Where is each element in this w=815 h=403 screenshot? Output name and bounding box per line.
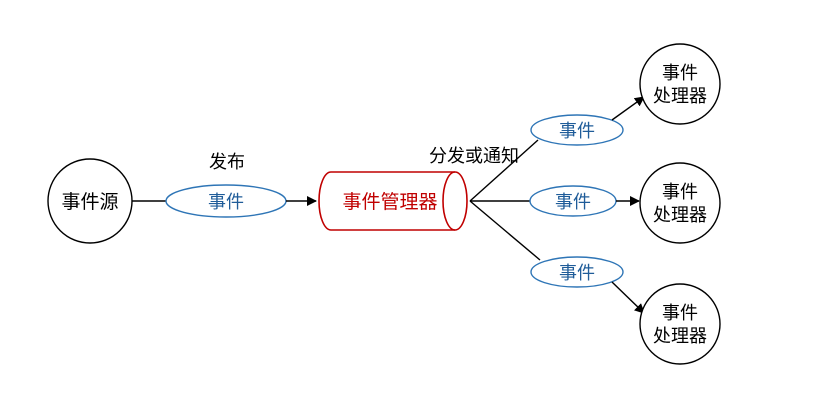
event-label-main: 事件: [208, 192, 244, 213]
event-label-middle: 事件: [555, 192, 591, 213]
event-manager-cylinder-cap: [442, 171, 456, 231]
event-label-bottom: 事件: [559, 263, 595, 284]
event-source-label: 事件源: [61, 191, 118, 213]
dispatch-label: 分发或通知: [429, 146, 519, 167]
event-ellipse-top: [530, 114, 624, 146]
event-manager-label: 事件管理器: [342, 191, 437, 213]
handler-middle-line1: 事件: [662, 182, 698, 203]
event-to-handler-bottom-arrow: [611, 281, 645, 314]
handler-bottom-line2: 处理器: [653, 326, 707, 347]
publish-label: 发布: [209, 152, 245, 173]
handler-node-bottom: [639, 283, 721, 365]
handler-node-middle: [639, 162, 721, 244]
handler-node-top: [639, 43, 721, 125]
manager-to-event-bottom-line: [469, 200, 541, 261]
handler-bottom-line1: 事件: [662, 303, 698, 324]
handler-top-line2: 处理器: [653, 86, 707, 107]
event-label-top: 事件: [559, 121, 595, 142]
event-ellipse-bottom: [530, 256, 624, 288]
handler-middle-line2: 处理器: [653, 205, 707, 226]
handler-top-line1: 事件: [662, 63, 698, 84]
manager-to-event-top-line: [469, 139, 539, 202]
event-to-handler-top-arrow: [611, 96, 645, 121]
